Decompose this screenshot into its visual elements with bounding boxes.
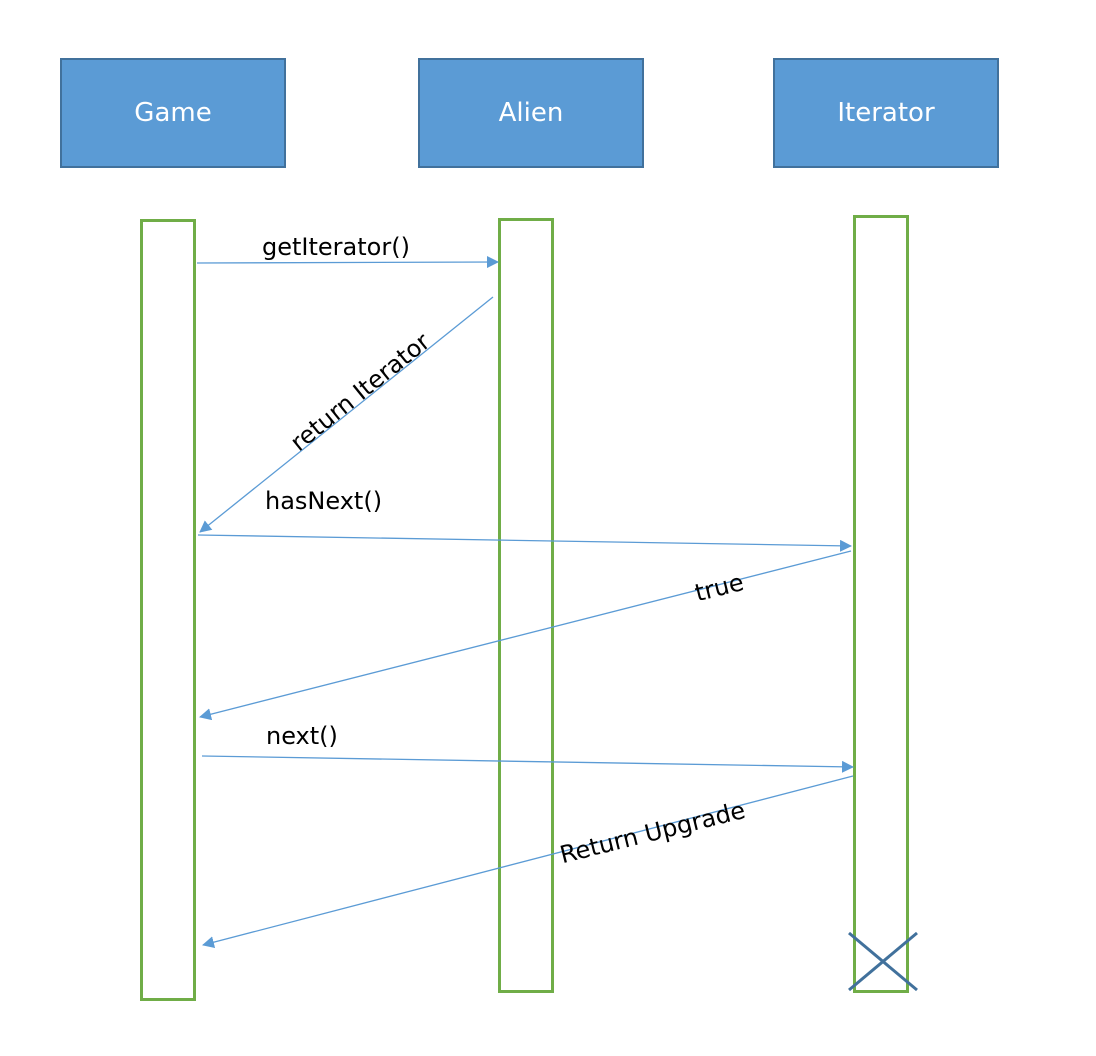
arrow-true: [199, 550, 852, 721]
label-get-iterator: getIterator(): [262, 233, 410, 261]
destroy-x-icon: [848, 931, 918, 992]
participant-label: Alien: [498, 98, 564, 128]
lifeline-game: [140, 219, 196, 1001]
participant-label: Iterator: [837, 98, 935, 128]
label-next: next(): [266, 722, 338, 750]
participant-game: Game: [60, 58, 286, 168]
lifeline-iterator: [853, 215, 909, 993]
arrow-has-next: [197, 534, 852, 552]
participant-label: Game: [134, 98, 212, 128]
arrow-get-iterator: [196, 256, 499, 269]
participant-alien: Alien: [418, 58, 644, 168]
label-has-next: hasNext(): [265, 487, 383, 515]
lifeline-alien: [498, 218, 554, 993]
arrow-return-upgrade: [202, 775, 854, 949]
participant-iterator: Iterator: [773, 58, 999, 168]
arrow-return-iterator: [199, 296, 494, 533]
arrow-next: [201, 755, 854, 773]
